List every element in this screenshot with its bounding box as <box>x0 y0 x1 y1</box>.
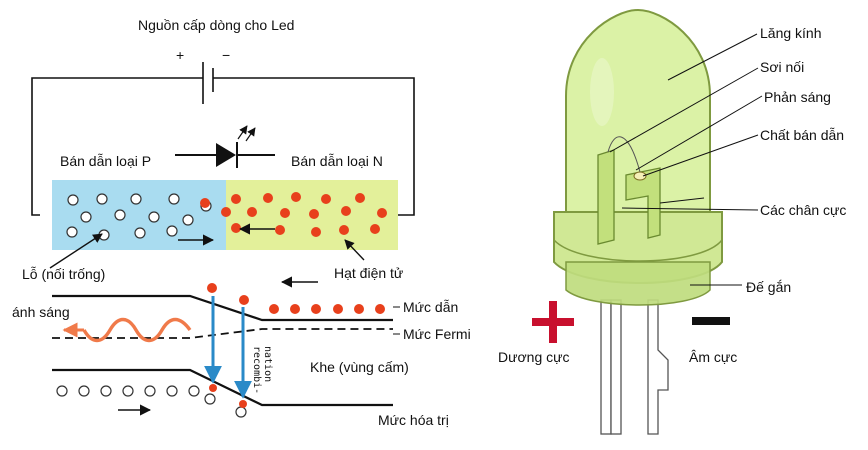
base-label: Đế gắn <box>746 279 791 295</box>
battery-minus-sign: − <box>222 47 230 63</box>
led-leads <box>600 299 669 435</box>
light-label: ánh sáng <box>12 304 70 320</box>
structure-pointers <box>609 33 763 286</box>
minus-symbol-icon <box>692 317 730 325</box>
plus-symbol-icon <box>532 301 574 343</box>
semiconductor-label: Chất bán dẫn <box>760 127 844 143</box>
conduction-electrons <box>207 283 385 314</box>
anode-label: Dương cực <box>498 349 570 365</box>
circuit-wire <box>31 77 415 216</box>
light-wave-icon <box>82 317 192 343</box>
led-chip <box>633 171 647 181</box>
hole-label: Lỗ (nối trống) <box>22 266 105 282</box>
valence-band-line <box>52 368 393 407</box>
battery-symbol <box>202 62 214 104</box>
wire-label: Sơi nối <box>760 59 804 75</box>
leads-label: Các chân cực <box>760 202 846 218</box>
conduction-band-line <box>52 294 393 322</box>
diode-symbol-icon <box>175 125 275 168</box>
recombination-label-line2: nation <box>262 346 273 382</box>
holes-group <box>66 193 212 241</box>
recombination-label: recombi- nation <box>251 346 273 394</box>
reflector-label: Phản sáng <box>764 89 831 105</box>
conduction-band-label: Mức dẫn <box>403 299 458 315</box>
n-type-label: Bán dẫn loại N <box>291 153 383 169</box>
power-source-label: Nguồn cấp dòng cho Led <box>138 17 294 33</box>
electron-label: Hạt điện tử <box>334 265 403 281</box>
battery-plus-sign: + <box>176 47 184 63</box>
hole-pointer <box>49 233 103 269</box>
bond-wire <box>607 136 641 173</box>
internal-posts <box>597 149 661 245</box>
electron-pointer <box>344 239 365 261</box>
recombined-electrons <box>209 384 247 408</box>
fermi-level-label: Mức Fermi <box>403 326 471 342</box>
band-diagram: Mức dẫn Mức Fermi Khe (vùng cấm) Mức hóa… <box>12 276 471 428</box>
lens-label: Lăng kính <box>760 25 822 41</box>
led-base-bottom <box>565 261 711 306</box>
valence-holes <box>56 385 247 418</box>
led-structure: Lăng kính Sơi nối Phản sáng Chất bán dẫn… <box>498 8 846 435</box>
electrons-group <box>200 192 387 237</box>
led-circuit: Nguồn cấp dòng cho Led + − Bán dẫn loại … <box>22 17 415 282</box>
p-type-label: Bán dẫn loại P <box>60 153 151 169</box>
cathode-label: Âm cực <box>689 349 737 365</box>
fermi-level-line <box>52 328 393 339</box>
valence-band-label: Mức hóa trị <box>378 412 449 428</box>
recombination-label-line1: recombi- <box>251 346 262 394</box>
lens-highlight <box>590 58 614 126</box>
band-gap-label: Khe (vùng cấm) <box>310 359 409 375</box>
